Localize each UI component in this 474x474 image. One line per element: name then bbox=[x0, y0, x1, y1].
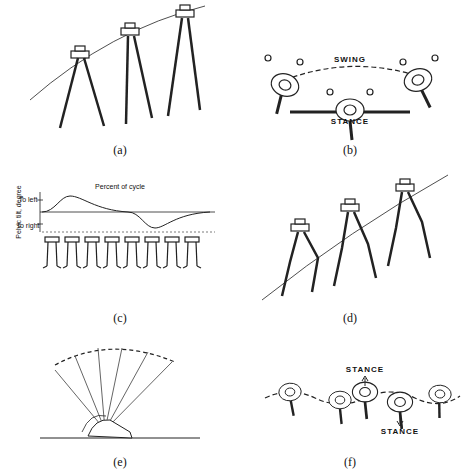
axis-title: Percent of cycle bbox=[95, 183, 145, 190]
axis-note: To right bbox=[17, 222, 40, 229]
panel-c-art bbox=[37, 192, 215, 268]
panel-f-art bbox=[265, 376, 460, 429]
axis-note: To left bbox=[19, 196, 38, 203]
panel-b-art bbox=[262, 55, 442, 140]
panel-letter: (c) bbox=[113, 312, 126, 324]
axis-title: Pelvic tilt, degree bbox=[15, 185, 22, 238]
motion-label: STANCE bbox=[346, 366, 384, 374]
panel-letter: (f) bbox=[344, 456, 356, 468]
panel-e-art bbox=[40, 348, 200, 438]
panel-letter: (e) bbox=[113, 456, 126, 468]
panel-letter: (a) bbox=[113, 144, 126, 156]
panel-letter: (b) bbox=[343, 144, 357, 156]
panel-d-art bbox=[262, 175, 448, 300]
panel-letter: (d) bbox=[343, 312, 357, 324]
panel-a-art bbox=[30, 5, 205, 128]
motion-label: SWING bbox=[334, 56, 366, 64]
motion-label: STANCE bbox=[381, 428, 419, 436]
motion-label: STANCE bbox=[331, 118, 369, 126]
